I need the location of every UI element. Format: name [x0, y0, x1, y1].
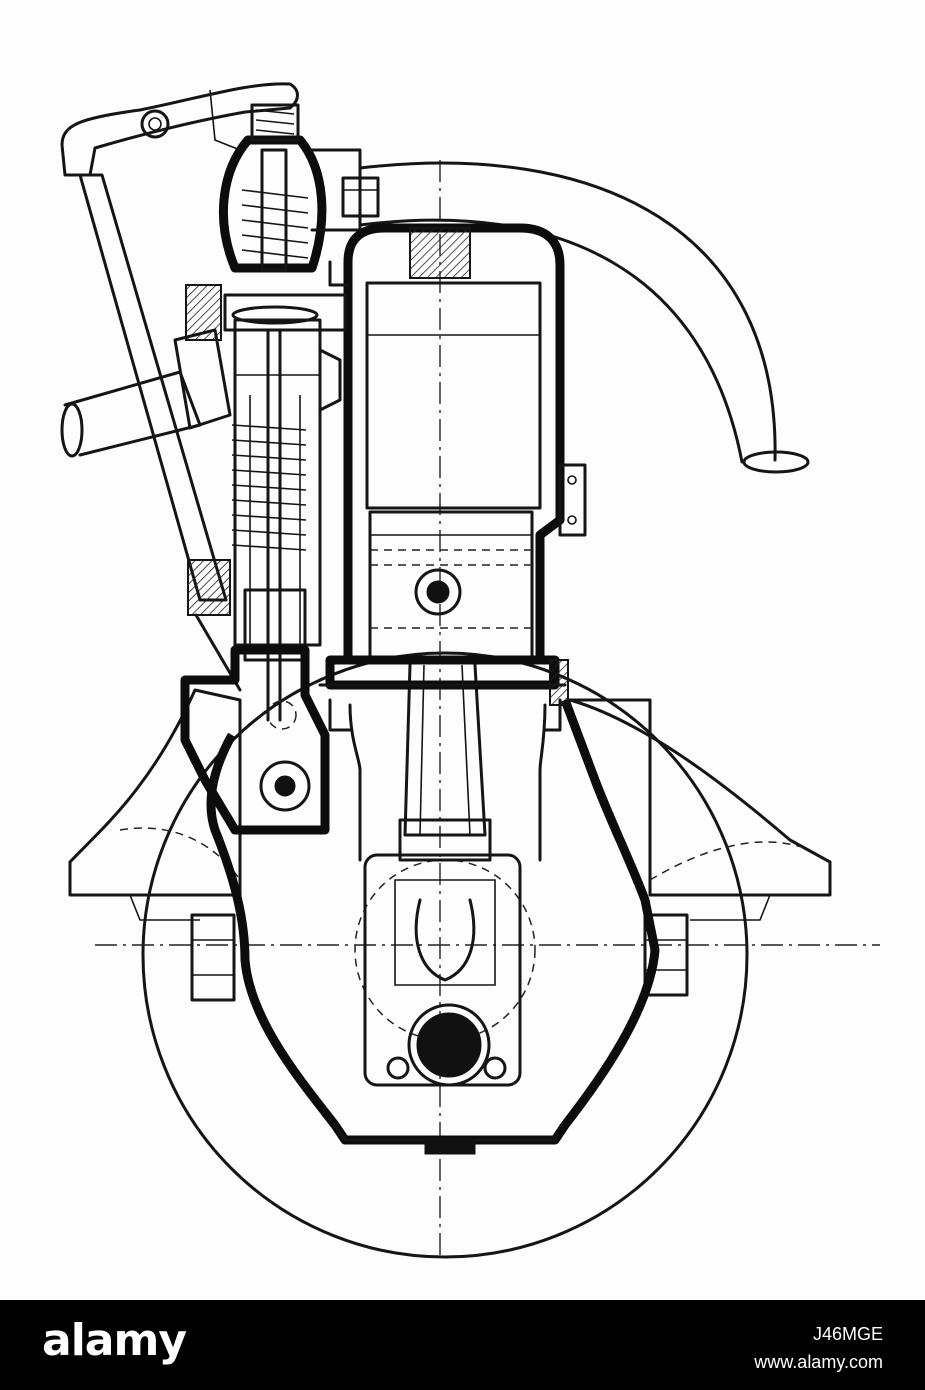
site-url-text: www.alamy.com — [754, 1352, 883, 1372]
push-rod — [78, 173, 242, 692]
rocker-lever — [60, 82, 299, 177]
bearer-arms — [68, 688, 832, 921]
image-id-text: J46MGE — [812, 1324, 883, 1344]
exhaust-valve-spring — [231, 424, 307, 551]
tappet-housing — [180, 645, 330, 835]
cylinder-base — [318, 655, 569, 862]
center-lines — [95, 160, 880, 1255]
piston — [368, 510, 534, 664]
inlet-valve-cage — [218, 103, 327, 273]
cylinder — [328, 223, 587, 660]
engine-cross-section-drawing — [60, 82, 880, 1259]
crankcase-wall — [206, 698, 660, 1155]
crank-assembly — [354, 853, 536, 1087]
inlet-pipe — [60, 328, 232, 458]
flywheel — [141, 651, 749, 1259]
engine-diagram-svg — [60, 82, 880, 1259]
connecting-rod — [398, 663, 492, 862]
inlet-valve-spring — [241, 189, 309, 259]
exhaust-valve-stem — [231, 328, 307, 722]
watermark-bar — [0, 1300, 925, 1390]
brand-logo: alamy — [42, 1315, 187, 1366]
exhaust-pipe — [358, 161, 810, 474]
cylinder-side-bolt — [310, 148, 380, 232]
